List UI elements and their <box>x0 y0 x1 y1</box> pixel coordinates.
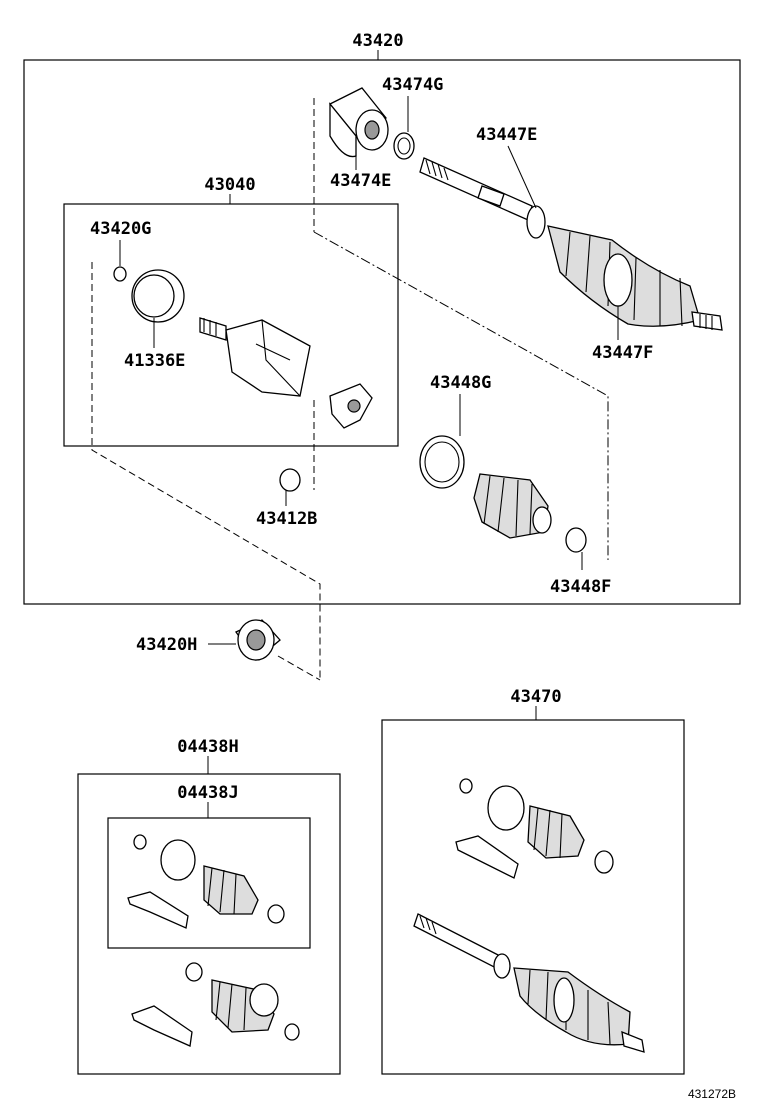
guide-lines <box>91 98 609 681</box>
assembly-43470-parts[interactable] <box>413 778 645 1053</box>
grommet-43474G-part[interactable] <box>393 96 415 160</box>
reference-code: 431272B <box>688 1087 736 1101</box>
ring-43412B-part[interactable] <box>279 468 301 506</box>
kit-04438J-frame <box>107 817 311 949</box>
label-43448F[interactable]: 43448F <box>550 577 611 597</box>
kit-04438H-group <box>77 756 341 1075</box>
damper-43474E-part[interactable] <box>328 87 389 170</box>
label-41336E[interactable]: 41336E <box>124 351 185 371</box>
label-43448G[interactable]: 43448G <box>430 373 491 393</box>
shaft-43447E-part[interactable] <box>419 145 546 239</box>
label-43412B[interactable]: 43412B <box>256 509 317 529</box>
kit-04438J-group <box>107 802 311 949</box>
clamp-43448F-part[interactable] <box>565 527 587 570</box>
kit-04438H-parts[interactable] <box>131 962 300 1047</box>
assembly-43470-frame <box>381 719 685 1075</box>
label-04438J[interactable]: 04438J <box>177 783 238 803</box>
label-43040[interactable]: 43040 <box>204 175 255 195</box>
joint-43040-frame <box>63 203 399 447</box>
clip-41336E-part[interactable] <box>131 269 185 348</box>
label-43447E[interactable]: 43447E <box>476 125 537 145</box>
label-43447F[interactable]: 43447F <box>592 343 653 363</box>
joint-43040-group <box>63 194 399 447</box>
kit-04438H-frame <box>77 773 341 1075</box>
clamp-43448G-part[interactable] <box>419 394 465 489</box>
label-43474E[interactable]: 43474E <box>330 171 391 191</box>
inner-boot-part[interactable] <box>473 473 552 539</box>
label-43474G[interactable]: 43474G <box>382 75 443 95</box>
assembly-43420-group: 43420 <box>23 31 741 605</box>
label-43420H[interactable]: 43420H <box>136 635 197 655</box>
guide-line-shaft <box>313 231 609 560</box>
kit-04438J-parts[interactable] <box>127 834 285 929</box>
label-43470[interactable]: 43470 <box>510 687 561 707</box>
label-43420G[interactable]: 43420G <box>90 219 151 239</box>
guide-line-bearing <box>277 655 321 681</box>
boot-43447F-part[interactable] <box>547 225 723 340</box>
inner-joint-housing-part[interactable] <box>199 317 373 429</box>
ring-43420G-part[interactable] <box>113 240 127 282</box>
bearing-43420H-part[interactable] <box>208 619 281 661</box>
guide-line-joint <box>91 262 321 680</box>
label-04438H[interactable]: 04438H <box>177 737 238 757</box>
assembly-43470-group <box>381 706 685 1075</box>
label-43420[interactable]: 43420 <box>352 31 403 51</box>
assembly-43420-frame <box>23 59 741 605</box>
